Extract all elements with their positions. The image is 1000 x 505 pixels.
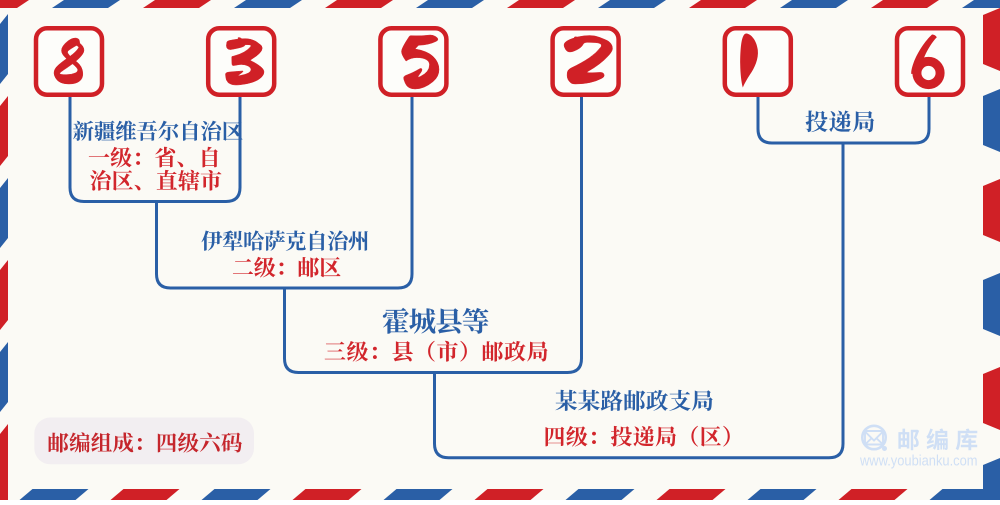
svg-text:www.youbianku.com: www.youbianku.com xyxy=(859,453,977,470)
